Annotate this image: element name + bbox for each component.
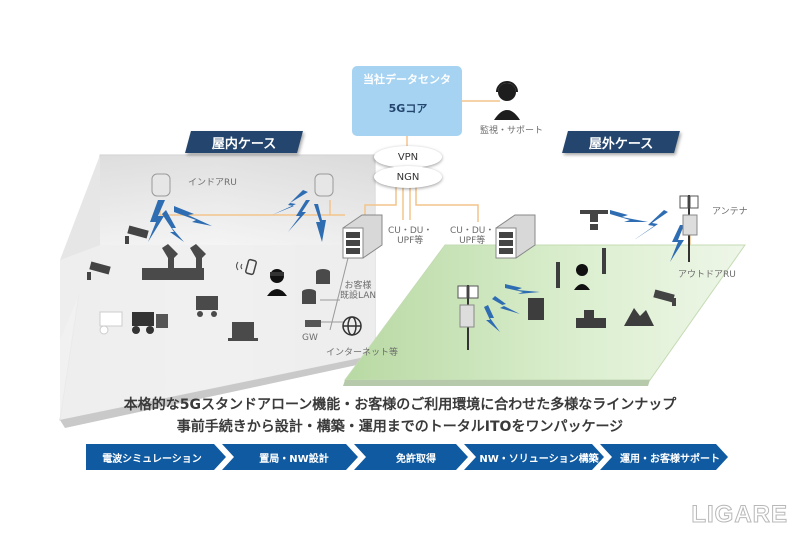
headline-2: 事前手続きから設計・構築・運用までのトータルITOをワンパッケージ <box>176 419 624 435</box>
gateway-icon <box>305 320 321 327</box>
ngn-node: NGN <box>374 166 442 188</box>
headline-1: 本格的な5Gスタンドアローン機能・お客様のご利用環境に合わせた多様なラインナップ <box>123 397 677 413</box>
step-radio-simulation: 電波シミュレーション <box>102 453 202 465</box>
process-step-labels: 電波シミュレーション 置局・NW設計 免許取得 NW・ソリューション構築 運用・… <box>86 444 726 470</box>
robot-icon <box>528 298 544 320</box>
indoor-case-banner: 屋内ケース <box>185 131 303 153</box>
internet-label: インターネット等 <box>326 348 399 358</box>
farmer-icon <box>576 264 588 276</box>
smartphone-icon <box>236 258 257 276</box>
gw-label: GW <box>302 333 318 343</box>
customer-lan-label: お客様既設LAN <box>340 281 377 302</box>
camera-icon <box>87 225 676 306</box>
lightning-icon <box>148 190 684 332</box>
database-icon <box>302 269 330 304</box>
indoor-room <box>59 154 380 428</box>
lan-lines <box>320 257 349 331</box>
outdoor-field <box>343 244 746 386</box>
worker-icon <box>267 269 287 296</box>
outdoor-ru-label: アウトドアRU <box>678 270 736 280</box>
step-chevron <box>354 444 468 470</box>
vpn-label: VPN <box>397 151 419 163</box>
support-operator-icon <box>494 81 520 120</box>
step-solution-build: NW・ソリューション構築 <box>479 453 599 465</box>
outdoor-case-banner: 屋外ケース <box>562 131 680 153</box>
outdoor-cu-label: CU・DU・UPF等 <box>450 226 495 247</box>
datacenter-title: 当社データセンタ <box>363 73 451 86</box>
excavator-icon <box>576 318 606 328</box>
forklift-icon <box>99 311 168 335</box>
indoor-ru-icon <box>151 173 334 197</box>
indoor-cu-label: CU・DU・UPF等 <box>388 226 433 247</box>
step-chevron <box>86 444 226 470</box>
ligare-watermark: LIGARE <box>691 501 788 529</box>
step-operation-support: 運用・お客様サポート <box>620 453 720 465</box>
plant-icon <box>602 248 606 274</box>
step-chevron <box>464 444 604 470</box>
process-steps <box>86 444 728 470</box>
5g-core-label: 5Gコア <box>388 102 428 115</box>
indoor-ru-label: インドアRU <box>188 178 237 188</box>
step-license: 免許取得 <box>396 453 436 465</box>
globe-icon <box>342 316 362 336</box>
mountain-icon <box>624 308 654 326</box>
cargo-icon <box>196 296 258 341</box>
ngn-label: NGN <box>396 171 420 183</box>
datacenter-box: 当社データセンタ <box>352 66 462 136</box>
robot-arm-icon <box>142 244 206 280</box>
plant-icon <box>556 262 560 288</box>
drone-icon <box>580 210 608 230</box>
step-chevron <box>600 444 728 470</box>
antenna-icon <box>457 195 699 350</box>
server-icon <box>342 214 536 259</box>
support-label: 監視・サポート <box>480 126 544 136</box>
step-site-design: 置局・NW設計 <box>259 453 329 465</box>
antenna-label: アンテナ <box>712 207 748 217</box>
outdoor-icons <box>528 248 654 328</box>
vpn-node: VPN <box>374 146 442 168</box>
step-chevron <box>222 444 358 470</box>
